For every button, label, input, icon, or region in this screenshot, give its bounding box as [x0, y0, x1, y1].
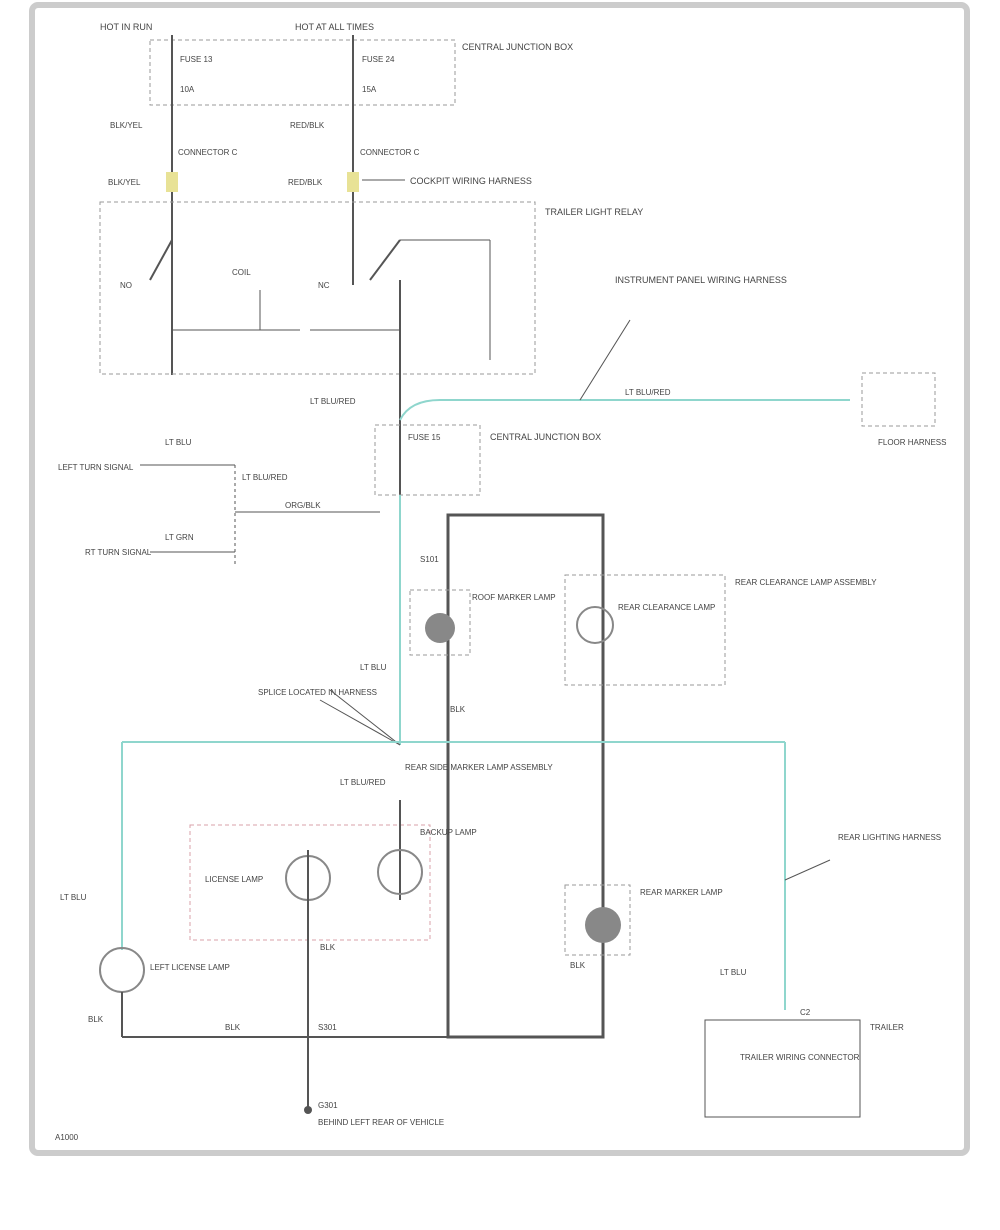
label-fuse-block-2: CENTRAL JUNCTION BOX [490, 432, 601, 442]
highlight-left [166, 172, 178, 192]
lower-right-lamp-box [564, 884, 631, 956]
label-cockpit-note: COCKPIT WIRING HARNESS [410, 176, 532, 186]
label-relay-coil: COIL [232, 268, 251, 277]
right-box [861, 372, 936, 427]
relay-switch-right [369, 239, 401, 281]
label-highlight-right: RED/BLK [288, 178, 323, 187]
label-bottom-mid-wire: BLK [225, 1023, 241, 1032]
label-bulb-right-title: REAR CLEARANCE LAMP [618, 603, 715, 612]
bulb-left-icon [425, 613, 455, 643]
label-relay-title: TRAILER LIGHT RELAY [545, 207, 643, 217]
relay-switch-left [149, 239, 173, 281]
label-lower-wire-2: BLK [570, 961, 586, 970]
label-amp-left: 10A [180, 85, 195, 94]
fuse-block-middle [374, 424, 481, 496]
main-loop [446, 513, 605, 1039]
label-fuse-right: FUSE 24 [362, 55, 395, 64]
lower-right-lamp-icon [585, 907, 621, 943]
label-bulb-left-title: ROOF MARKER LAMP [472, 593, 556, 602]
bulb-right-icon [576, 606, 614, 644]
label-left-input-2: RT TURN SIGNAL [85, 548, 152, 557]
label-bulb-right-group: REAR CLEARANCE LAMP ASSEMBLY [735, 578, 877, 587]
label-footer-code: A1000 [55, 1133, 79, 1142]
splice-pointer-2 [329, 689, 401, 746]
label-top-fuse-left: HOT IN RUN [100, 22, 152, 32]
label-splice-note: SPLICE LOCATED IN HARNESS [258, 688, 377, 697]
label-bottom-right-note: TRAILER [870, 1023, 904, 1032]
label-relay-contact-right: NC [318, 281, 330, 290]
fuse-block-top [149, 39, 456, 106]
label-amp-right: 15A [362, 85, 377, 94]
label-wire-mid-right: RED/BLK [290, 121, 325, 130]
label-bottom-right-tag: C2 [800, 1008, 811, 1017]
label-splice-s1: S101 [420, 555, 439, 564]
label-bottom-left-lamp: LEFT LICENSE LAMP [150, 963, 230, 972]
label-lower-wire-1: BLK [320, 943, 336, 952]
label-lower-left-lamp: LICENSE LAMP [205, 875, 263, 884]
harness-pointer [579, 319, 631, 401]
label-right-harness: REAR LIGHTING HARNESS [838, 833, 941, 842]
bulb-right-group [564, 574, 726, 686]
label-lower-mid-lamp: BACKUP LAMP [420, 828, 477, 837]
label-left-input-wire-b: ORG/BLK [285, 501, 321, 510]
label-lower-right-lamp: REAR MARKER LAMP [640, 888, 723, 897]
lower-lamp-mid-icon [377, 849, 423, 895]
label-bottom-left-ground: BLK [88, 1015, 104, 1024]
label-right-wire: LT BLU [720, 968, 747, 977]
label-left-input-1-wire: LT BLU [165, 438, 192, 447]
label-bottom-right-box: TRAILER WIRING CONNECTOR [740, 1053, 860, 1062]
label-highlight-left: BLK/YEL [108, 178, 141, 187]
label-wire-mid-left: BLK/YEL [110, 121, 143, 130]
label-fuse-mid: FUSE 15 [408, 433, 441, 442]
label-left-input-wire-a: LT BLU/RED [242, 473, 288, 482]
relay-box [99, 201, 536, 375]
label-left-input-1: LEFT TURN SIGNAL [58, 463, 134, 472]
label-splice-right: CONNECTOR C [360, 148, 420, 157]
label-wire-bulb-left-b: BLK [450, 705, 466, 714]
label-center-block-title: REAR SIDE MARKER LAMP ASSEMBLY [405, 763, 553, 772]
label-top-fuse-right: HOT AT ALL TIMES [295, 22, 374, 32]
right-harness-pointer [784, 859, 831, 881]
bottom-left-lamp-icon [99, 947, 145, 993]
label-bottom-ground-splice: S301 [318, 1023, 337, 1032]
bulb-left-box [409, 589, 471, 656]
label-fuse-block-1: CENTRAL JUNCTION BOX [462, 42, 573, 52]
bottom-right-box [704, 1019, 861, 1118]
label-bottom-left-wire: LT BLU [60, 893, 87, 902]
label-wire-center: LT BLU/RED [310, 397, 356, 406]
label-wire-bulb-left-a: LT BLU [360, 663, 387, 672]
lower-lamp-group [189, 824, 431, 941]
splice-pointer-1 [319, 699, 401, 746]
label-ground: G301 [318, 1101, 338, 1110]
label-right-box: FLOOR HARNESS [878, 438, 946, 447]
label-harness-upper-right: INSTRUMENT PANEL WIRING HARNESS [615, 275, 787, 285]
label-relay-contact-left: NO [120, 281, 132, 290]
label-fuse-left: FUSE 13 [180, 55, 213, 64]
outer-frame [29, 2, 970, 1156]
highlight-right [347, 172, 359, 192]
label-center-block-wire: LT BLU/RED [340, 778, 386, 787]
label-ground-note: BEHIND LEFT REAR OF VEHICLE [318, 1118, 444, 1127]
harness-right [399, 399, 850, 421]
label-wire-right-long: LT BLU/RED [625, 388, 671, 397]
label-left-input-2-wire: LT GRN [165, 533, 194, 542]
ground-icon [304, 1106, 312, 1114]
label-splice-left: CONNECTOR C [178, 148, 238, 157]
